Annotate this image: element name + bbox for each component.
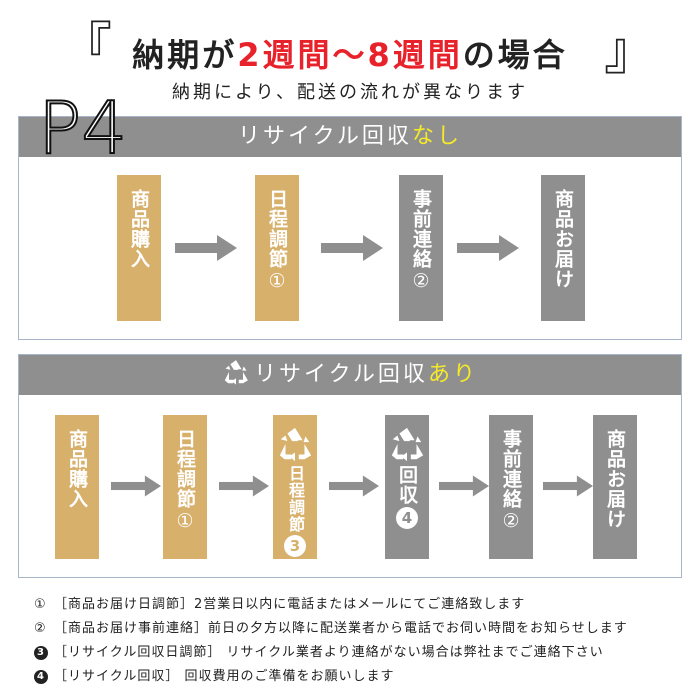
step-purchase: 商品購入: [55, 415, 99, 559]
step-number: ②: [412, 270, 430, 292]
note-number: ①: [34, 597, 47, 612]
step-label: 商品購入: [128, 189, 150, 269]
note-text: ［リサイクル回収日調節］ リサイクル業者より連絡がない場合は弊社までご連絡下さい: [54, 645, 604, 660]
step-label: 事前連絡: [500, 429, 522, 509]
step-schedule: 日程調節 ①: [163, 415, 207, 559]
step-advance-notice: 事前連絡 ②: [489, 415, 533, 559]
step-label: 商品お届け: [604, 429, 626, 529]
step-label: 商品購入: [66, 429, 88, 509]
step-label: 日程調節: [266, 189, 288, 269]
step-recycle-schedule: 日程調節 3: [273, 415, 317, 559]
title-row: 『 納期が2週間～8週間の場合 』: [0, 20, 700, 80]
step-advance-notice: 事前連絡 ②: [399, 175, 443, 321]
notes-list: ① ［商品お届け日調節］2営業日以内に電話またはメールにてご連絡致します ② ［商品…: [34, 594, 684, 690]
header-label: リサイクル回収: [254, 362, 428, 387]
arrow-right-icon: [321, 235, 383, 261]
arrow-right-icon: [111, 475, 161, 497]
step-number: ①: [268, 270, 286, 292]
flow-with-recycle: リサイクル回収あり 商品購入 日程調節 ① 日程調節 3: [18, 354, 682, 578]
title-bracket-right: 』: [604, 22, 657, 82]
recycle-icon: [391, 427, 424, 462]
step-label: 事前連絡: [410, 189, 432, 269]
title-highlight: 2週間～8週間: [237, 36, 463, 74]
flow-without-recycle: リサイクル回収なし 商品購入 日程調節 ① 事前連絡 ② 商品お届け: [18, 116, 682, 340]
note-item: 3 ［リサイクル回収日調節］ リサイクル業者より連絡がない場合は弊社までご連絡下さ…: [34, 642, 684, 666]
section-header-with-recycle: リサイクル回収あり: [19, 355, 681, 395]
step-delivery: 商品お届け: [541, 175, 585, 321]
recycle-icon: [224, 360, 248, 385]
note-number: 3: [34, 646, 48, 660]
arrow-right-icon: [219, 475, 269, 497]
arrow-right-icon: [543, 475, 593, 497]
section-header-without-recycle: リサイクル回収なし: [19, 117, 681, 157]
note-item: ① ［商品お届け日調節］2営業日以内に電話またはメールにてご連絡致します: [34, 594, 684, 618]
note-text: ［リサイクル回収］ 回収費用のご準備をお願いします: [54, 669, 395, 684]
arrow-right-icon: [439, 475, 489, 497]
note-text: ［商品お届け事前連絡］前日の夕方以降に配送業者から電話でお伺い時間をお知らせしま…: [54, 621, 628, 636]
step-label: 商品お届け: [552, 189, 574, 289]
title-suffix: の場合: [462, 36, 568, 74]
arrow-right-icon: [175, 235, 237, 261]
step-recycle-collection: 回収 4: [385, 415, 429, 559]
header-label: リサイクル回収: [238, 124, 412, 149]
subtitle: 納期により、配送の流れが異なります: [172, 82, 528, 103]
note-number: ②: [34, 621, 47, 636]
step-number: 3: [284, 535, 306, 557]
title-bracket-left: 『: [60, 18, 113, 78]
arrow-right-icon: [457, 235, 519, 261]
note-item: 4 ［リサイクル回収］ 回収費用のご準備をお願いします: [34, 666, 684, 690]
step-number: 4: [396, 507, 418, 529]
step-purchase: 商品購入: [117, 175, 161, 321]
step-label: 日程調節: [286, 465, 305, 533]
header-highlight: なし: [411, 124, 462, 149]
recycle-icon: [279, 427, 312, 462]
note-number: 4: [34, 670, 48, 684]
step-label: 回収: [396, 465, 418, 505]
step-delivery: 商品お届け: [593, 415, 637, 559]
note-text: ［商品お届け日調節］2営業日以内に電話またはメールにてご連絡致します: [54, 597, 526, 612]
page-title: 納期が2週間～8週間の場合: [0, 30, 700, 76]
arrow-right-icon: [329, 475, 379, 497]
title-prefix: 納期が: [132, 36, 238, 74]
step-schedule: 日程調節 ①: [255, 175, 299, 321]
note-item: ② ［商品お届け事前連絡］前日の夕方以降に配送業者から電話でお伺い時間をお知らせし…: [34, 618, 684, 642]
step-number: ①: [176, 510, 194, 532]
step-number: ②: [502, 510, 520, 532]
header-highlight: あり: [427, 362, 478, 387]
page-badge: P4: [37, 86, 128, 170]
step-label: 日程調節: [174, 429, 196, 509]
